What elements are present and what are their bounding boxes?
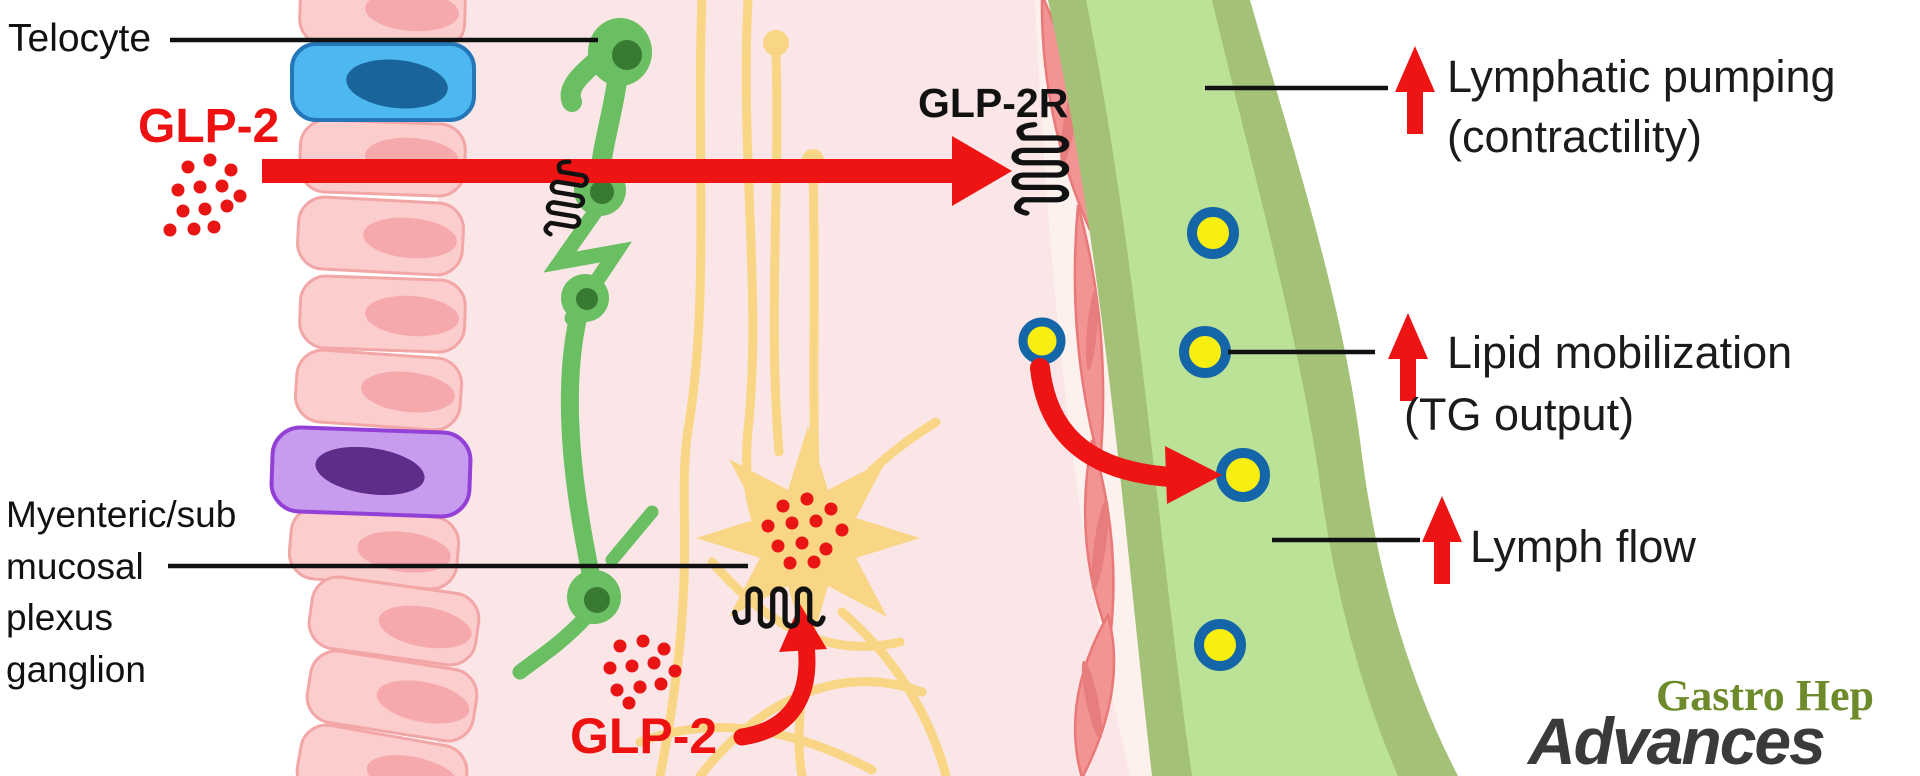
outcome-lymph-flow-label: Lymph flow: [1470, 521, 1696, 572]
lymphatic-pumping-line2: (contractility): [1447, 111, 1702, 162]
up-arrow-icon: [1422, 496, 1462, 584]
ganglion-label: Myenteric/sub mucosal plexus ganglion: [6, 494, 236, 690]
arrow-glp2-to-glp2r: [262, 136, 1012, 206]
ganglion-label-line4: ganglion: [6, 649, 146, 690]
secreted-peptide-dots-icon: [163, 153, 247, 237]
glp2r-label: GLP-2R: [918, 80, 1068, 126]
logo-gastro-hep: Gastro Hep: [1656, 671, 1874, 720]
outcome-lymphatic-pumping-label: Lymphatic pumping (contractility): [1447, 51, 1836, 162]
glp2-receptor-icon: [1011, 122, 1070, 216]
glp2-label-top: GLP-2: [138, 100, 279, 153]
telocyte-nucleus: [576, 288, 598, 310]
lymphatic-pumping-line1: Lymphatic pumping: [1447, 51, 1836, 102]
outcome-lipid-mobilization-label: Lipid mobilization (TG output): [1404, 327, 1792, 440]
ganglion-label-line3: plexus: [6, 597, 113, 638]
up-arrow-icon: [1395, 46, 1435, 134]
enteroendocrine-nucleus: [346, 59, 448, 109]
glp2-label-bottom: GLP-2: [570, 708, 717, 764]
glp2-receptor-icon: [543, 159, 589, 237]
glp2-dots-in-ganglion: [761, 492, 849, 570]
epithelium-column: [269, 0, 481, 776]
telocyte-nucleus: [612, 40, 642, 70]
arrow-glp2-to-ganglion: [733, 604, 827, 746]
chylomicron-icon: [1194, 619, 1246, 671]
arrow-chylomicron-into-vessel: [1030, 358, 1222, 504]
logo-advances: Advances: [1526, 704, 1824, 776]
nerve-ending-bulb-icon: [763, 30, 789, 56]
chylomicrons: [1018, 207, 1270, 671]
epithelial-nuclei: [357, 0, 472, 776]
chylomicron-icon: [1179, 326, 1231, 378]
telocyte-nucleus: [590, 180, 614, 204]
glp2-receptor-icon: [732, 586, 826, 629]
ganglion-label-line2: mucosal: [6, 546, 144, 587]
chylomicron-icon: [1216, 448, 1270, 502]
up-arrow-icon: [1388, 313, 1428, 401]
ganglion-label-line1: Myenteric/sub: [6, 494, 236, 535]
lipid-mobilization-line2: (TG output): [1404, 389, 1634, 440]
purple-cell-nucleus: [315, 446, 425, 496]
telocyte-nucleus: [584, 587, 610, 613]
lymphatic-vessel-lumen: [1086, 0, 1398, 776]
secreted-peptide-dots-icon: [603, 634, 682, 710]
chylomicron-icon: [1187, 207, 1239, 259]
journal-logo: Gastro Hep Advances: [1526, 671, 1874, 776]
chylomicron-icon: [1018, 317, 1066, 365]
lipid-mobilization-line1: Lipid mobilization: [1447, 327, 1792, 378]
telocyte-label: Telocyte: [8, 17, 151, 60]
